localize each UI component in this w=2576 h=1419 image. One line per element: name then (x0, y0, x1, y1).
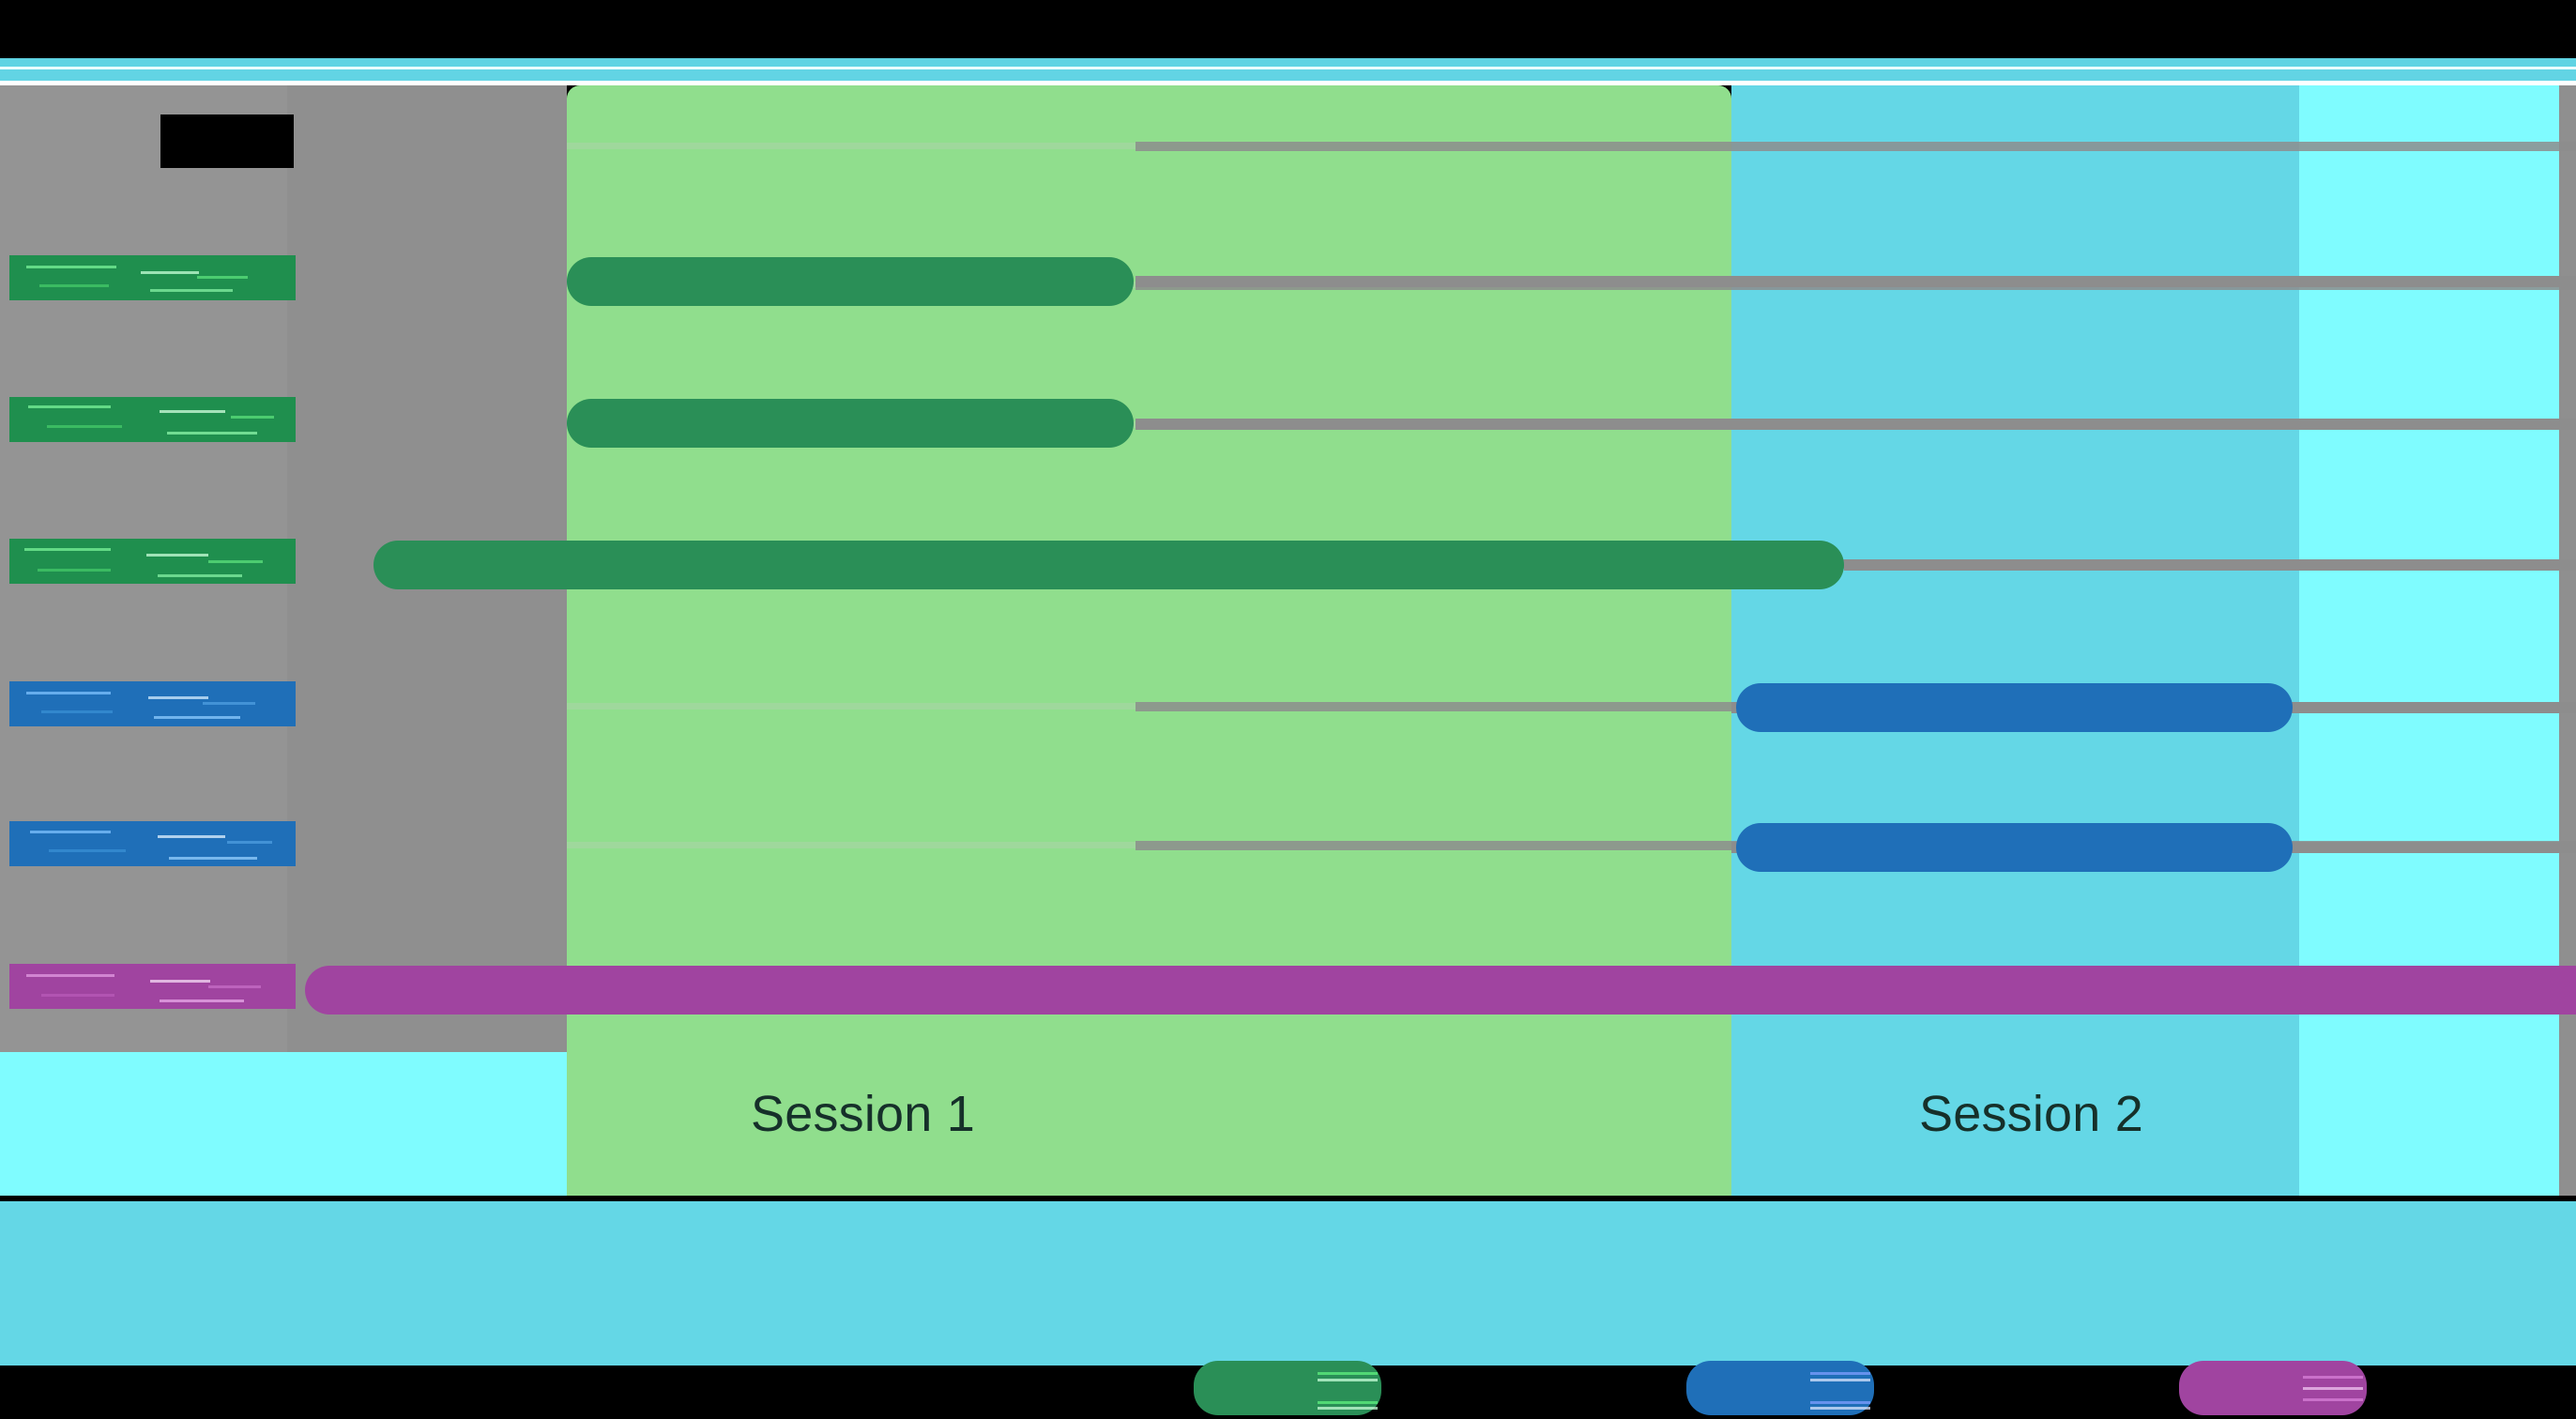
plot-right-edge (2559, 85, 2576, 1196)
legend-background-band (0, 1201, 2576, 1366)
top-rule-white-1 (0, 67, 2576, 69)
gridline-5-faint (567, 842, 1136, 848)
session-caption-1: Session 1 (751, 1086, 975, 1142)
session-band-2 (1731, 85, 2299, 1196)
axis-footer-strip (0, 1052, 567, 1196)
session-caption-2: Session 2 (1919, 1086, 2143, 1142)
task-label-redaction-0 (9, 255, 296, 300)
task-tail-0 (1136, 276, 2576, 287)
task-label-redaction-1 (9, 397, 296, 442)
task-bar-0[interactable] (567, 257, 1134, 306)
legend-swatch-magenta[interactable] (2179, 1361, 2367, 1415)
plot-area: Session 1 Session 2 (0, 85, 2576, 1201)
task-bar-4[interactable] (1736, 823, 2293, 872)
task-label-redaction-4 (9, 821, 296, 866)
task-bar-2[interactable] (373, 541, 1844, 589)
top-rule-cyan-2 (0, 69, 2576, 81)
task-tail-1 (1136, 419, 2576, 430)
top-margin (0, 0, 2576, 58)
task-label-redaction-5 (9, 964, 296, 1009)
task-bar-3[interactable] (1736, 683, 2293, 732)
gridline-4-faint (567, 703, 1136, 710)
chart-title-redaction (160, 114, 294, 168)
task-label-redaction-2 (9, 539, 296, 584)
gridline-0-faint (567, 143, 1136, 149)
session-band-1 (567, 85, 1731, 1196)
task-tail-2 (1844, 559, 2576, 571)
top-rule-cyan-1 (0, 58, 2576, 67)
gridline-0 (1136, 142, 2576, 151)
task-label-redaction-3 (9, 681, 296, 726)
legend (0, 1358, 2576, 1419)
top-rule-white-2 (0, 81, 2576, 85)
legend-swatch-green[interactable] (1194, 1361, 1381, 1415)
task-bar-1[interactable] (567, 399, 1134, 448)
legend-swatch-blue[interactable] (1686, 1361, 1874, 1415)
session-band-3 (2299, 85, 2559, 1196)
task-bar-5[interactable] (305, 966, 2576, 1015)
